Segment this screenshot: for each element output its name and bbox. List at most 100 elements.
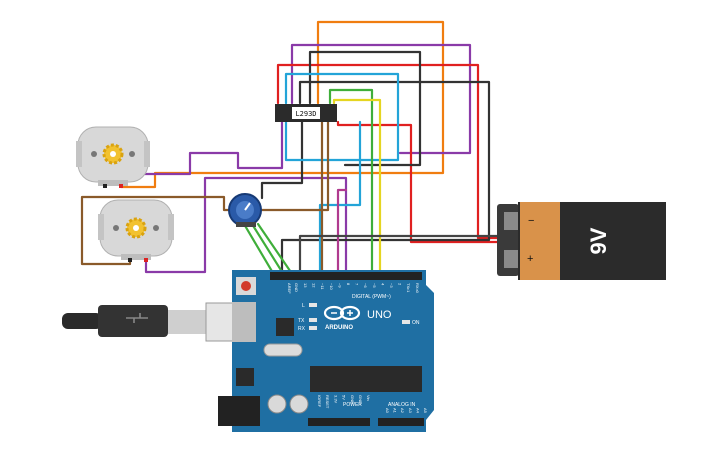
gear-center — [133, 225, 139, 231]
battery-terminal-neg[interactable] — [504, 212, 518, 230]
potentiometer[interactable] — [228, 193, 262, 227]
wire-red-battery[interactable] — [336, 120, 500, 244]
ic-label: L293D — [295, 110, 316, 118]
power-header[interactable] — [308, 418, 370, 426]
gnd-label: GND — [294, 283, 299, 292]
pin-label: ~5 — [372, 283, 377, 288]
motor-shaft-right — [168, 214, 174, 240]
small-chip — [276, 318, 294, 336]
wire-gray-battery[interactable] — [298, 234, 500, 280]
motor-terminal-neg[interactable] — [103, 184, 107, 188]
wire-magenta[interactable] — [336, 188, 348, 280]
aref-label: AREF — [287, 283, 292, 294]
capacitor-2 — [289, 394, 309, 414]
usb-cable[interactable] — [62, 302, 255, 342]
pin-label: Vin — [366, 395, 371, 401]
motor-driver-ic[interactable]: L293D — [275, 104, 337, 122]
pin-label: ~10 — [329, 283, 334, 291]
motor-base — [121, 254, 151, 260]
motor-terminal-pos[interactable] — [119, 184, 123, 188]
battery-terminal-pos[interactable] — [504, 250, 518, 268]
pin-label: GND — [358, 395, 363, 404]
voltage-regulator — [236, 368, 254, 386]
usb-icon — [126, 313, 148, 323]
pin-label: A1 — [393, 408, 398, 414]
pin-label: RX◃0 — [415, 283, 420, 294]
battery-minus-sign: − — [528, 215, 534, 227]
wire-black-top[interactable] — [308, 50, 422, 167]
reset-button[interactable] — [241, 281, 251, 291]
crystal — [263, 343, 303, 357]
wire-orange[interactable] — [119, 20, 445, 189]
usb-jack — [232, 302, 256, 342]
wire-yellow[interactable] — [332, 98, 382, 280]
analog-label: ANALOG IN — [388, 402, 416, 408]
pin-label: 3.3V — [333, 395, 338, 404]
dc-motor-1[interactable] — [76, 126, 150, 188]
digital-header[interactable] — [270, 272, 422, 280]
motor-terminal-pos[interactable] — [144, 258, 148, 262]
wire-red-top[interactable] — [276, 63, 500, 240]
digital-label: DIGITAL (PWM~) — [352, 294, 391, 300]
motor-shaft-left — [76, 141, 82, 167]
wire-black-pot[interactable] — [260, 120, 304, 200]
pin-label: 5V — [342, 395, 347, 400]
capacitor-1 — [267, 394, 287, 414]
power-jack — [218, 396, 260, 426]
battery-plus-sign: + — [527, 253, 533, 265]
wire-purple-motor2[interactable] — [144, 176, 348, 280]
pin-label: ~11 — [320, 283, 325, 290]
pot-indicator — [244, 202, 251, 211]
pin-label: A2 — [400, 408, 405, 414]
wire-brown[interactable] — [80, 120, 330, 266]
pin-label: TX▹1 — [406, 283, 411, 293]
motor-shaft-left — [98, 214, 104, 240]
led-rx — [309, 326, 317, 330]
led-tx-label: TX — [298, 318, 305, 324]
pin-label: 12 — [312, 283, 317, 288]
arduino-brand: ARDUINO — [325, 325, 353, 331]
arduino-logo — [323, 305, 361, 321]
led-rx-label: RX — [298, 326, 306, 332]
motor-terminal-neg[interactable] — [128, 258, 132, 262]
dc-motor-2[interactable] — [98, 199, 174, 262]
pin-label: A4 — [415, 408, 420, 414]
battery-label-band — [520, 202, 560, 280]
wire-green-top[interactable] — [328, 88, 374, 280]
power-label: POWER — [343, 402, 362, 408]
motor-screw-right — [129, 151, 135, 157]
usb-cable-end — [62, 313, 102, 329]
arduino-uno[interactable]: L TX RX ON ARDUINO UNO DIGITAL (PWM~) PO… — [218, 270, 434, 432]
pin-label: 2 — [398, 283, 403, 286]
pin-label: GND — [350, 395, 355, 404]
battery-9v[interactable]: − + 9V — [497, 202, 666, 280]
ic-label-plate — [292, 107, 320, 119]
pin-label: ~6 — [363, 283, 368, 288]
motor-shaft-right — [144, 141, 150, 167]
motor-base — [98, 180, 128, 186]
pin-label: A0 — [385, 408, 390, 414]
wire-blue-pin[interactable] — [318, 120, 362, 280]
pin-label: 7 — [355, 283, 360, 286]
led-tx — [309, 318, 317, 322]
motor-screw-left — [113, 225, 119, 231]
wire-cyan-loop[interactable] — [284, 72, 400, 162]
arduino-model: UNO — [367, 309, 392, 321]
pin-label: 8 — [346, 283, 351, 286]
motor-screw-left — [91, 151, 97, 157]
motor-screw-right — [153, 225, 159, 231]
battery-voltage-label: 9V — [586, 227, 611, 254]
pin-label: IOREF — [317, 395, 322, 408]
led-on-label: ON — [412, 320, 420, 326]
usb-cable-neck — [98, 305, 168, 337]
analog-header[interactable] — [378, 418, 424, 426]
wire-black-gnd[interactable] — [280, 80, 491, 280]
led-l — [309, 303, 317, 307]
led-l-label: L — [302, 303, 305, 309]
pin-label: 4 — [380, 283, 385, 286]
led-on — [402, 320, 410, 324]
